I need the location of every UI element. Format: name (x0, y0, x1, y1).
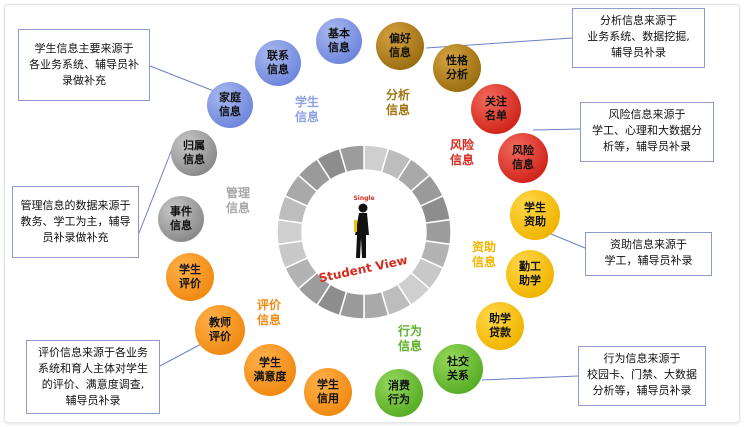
center-subtitle: Single (353, 195, 374, 202)
node-student-satisfaction[interactable]: 学生 满意度 (244, 344, 296, 396)
student-silhouette-icon (354, 203, 369, 258)
node-student-evaluation[interactable]: 学生 评价 (166, 253, 214, 301)
category-risk-info: 风险 信息 (450, 138, 475, 167)
category-evaluation-info: 评价 信息 (257, 298, 282, 327)
node-consumption-behavior[interactable]: 消费 行为 (375, 369, 423, 417)
node-personality-analysis[interactable]: 性格 分析 (433, 44, 481, 92)
node-event-info[interactable]: 事件 信息 (158, 196, 204, 242)
node-social-relations[interactable]: 社交 关系 (433, 344, 483, 394)
node-teacher-evaluation[interactable]: 教师 评价 (195, 305, 245, 355)
connector-management (138, 138, 177, 234)
note-student-info: 学生信息主要来源于 各业务系统、辅导员补 录做补充 (18, 29, 150, 101)
connector-evaluation (159, 342, 204, 367)
category-student-info: 学生 信息 (295, 95, 320, 124)
note-behavior-info: 行为信息来源于 校园卡、门禁、大数据 分析等，辅导员补录 (578, 346, 706, 406)
category-management-info: 管理 信息 (226, 186, 251, 215)
note-evaluation-info: 评价信息来源于各业务 系统和育人主体对学生 的评价、满意度调查, 辅导员补录 (26, 340, 160, 414)
note-management-info: 管理信息的数据来源于 教务、学工为主，辅导 员补录做补充 (12, 186, 139, 258)
connector-aid (550, 233, 586, 249)
connector-behavior (481, 375, 579, 381)
category-analysis-info: 分析 信息 (386, 88, 411, 117)
node-basic-info[interactable]: 基本 信息 (316, 18, 362, 64)
node-contact-info[interactable]: 联系 信息 (255, 40, 301, 86)
note-analysis-info: 分析信息来源于 业务系统、数据挖掘, 辅导员补录 (572, 8, 705, 68)
note-aid-info: 资助信息来源于 学工，辅导员补录 (585, 232, 712, 276)
node-student-credit[interactable]: 学生 信用 (304, 368, 352, 416)
connector-risk (532, 128, 581, 131)
node-student-loan[interactable]: 助学 贷款 (476, 302, 524, 350)
note-risk-info: 风险信息来源于 学工、心理和大数据分 析等，辅导员补录 (580, 102, 714, 162)
node-student-aid[interactable]: 学生 资助 (510, 190, 560, 240)
node-preference-info[interactable]: 偏好 信息 (376, 22, 424, 70)
node-family-info[interactable]: 家庭 信息 (207, 82, 253, 128)
category-aid-info: 资助 信息 (472, 240, 497, 269)
node-belonging-info[interactable]: 归属 信息 (171, 130, 217, 176)
node-risk-info[interactable]: 风险 信息 (498, 133, 548, 183)
ring-segment (338, 144, 365, 174)
node-attention-list[interactable]: 关注 名单 (471, 84, 521, 134)
diagram-frame (4, 4, 740, 423)
category-behavior-info: 行为 信息 (398, 324, 423, 353)
node-work-study[interactable]: 勤工 助学 (506, 250, 554, 298)
